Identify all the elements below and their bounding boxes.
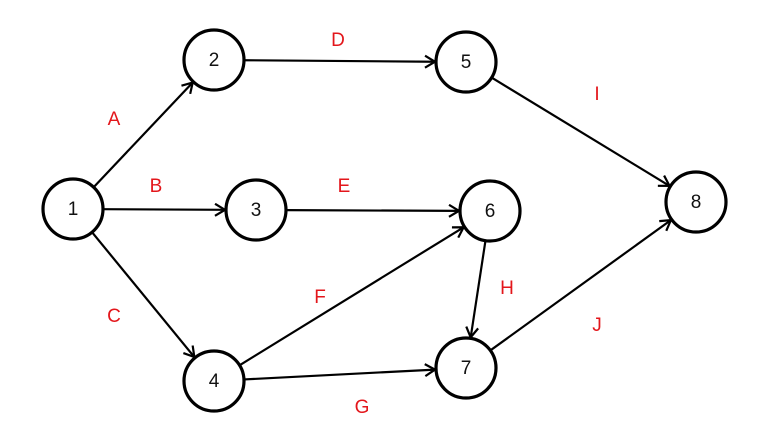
edge-arrow-5-8	[491, 76, 672, 187]
node-3: 3	[224, 178, 288, 242]
node-label-7: 7	[461, 358, 472, 379]
edge-arrow-1-4	[91, 231, 196, 359]
edge-arrow-3-6	[285, 203, 462, 218]
node-1: 1	[41, 177, 105, 241]
edge-arrow-2-5	[243, 54, 438, 69]
node-5: 5	[434, 30, 498, 94]
node-circle-7	[434, 336, 498, 400]
node-8: 8	[664, 170, 728, 234]
node-circle-8	[664, 170, 728, 234]
edge-label-j: J	[592, 315, 602, 336]
node-label-8: 8	[691, 192, 702, 213]
edge-label-b: B	[150, 176, 163, 197]
edge-label-d: D	[331, 30, 345, 51]
edge-label-g: G	[355, 397, 370, 418]
edge-label-i: I	[594, 84, 599, 105]
edge-label-e: E	[338, 176, 351, 197]
node-6: 6	[458, 179, 522, 243]
node-circle-5	[434, 30, 498, 94]
edge-arrow-1-3	[102, 202, 228, 217]
node-label-2: 2	[209, 50, 220, 71]
node-circle-2	[182, 28, 246, 92]
edges-layer: A B C D E F G H I J	[91, 30, 673, 418]
edge-label-a: A	[108, 109, 121, 130]
node-circle-1	[41, 177, 105, 241]
edge-arrow-4-6	[238, 226, 466, 367]
edge-arrow-1-2	[92, 80, 195, 188]
node-label-1: 1	[68, 199, 79, 220]
edge-label-h: H	[500, 278, 514, 299]
node-label-6: 6	[485, 201, 496, 222]
node-label-5: 5	[461, 52, 472, 73]
edge-arrow-7-8	[489, 218, 673, 352]
node-circle-3	[224, 178, 288, 242]
node-label-3: 3	[251, 200, 262, 221]
node-circle-6	[458, 179, 522, 243]
node-circle-4	[182, 349, 246, 413]
edge-arrow-4-7	[243, 363, 438, 381]
nodes-layer: 1 2 3 4 5 6 7 8	[41, 28, 728, 413]
edge-arrow-6-7	[465, 240, 487, 340]
edge-label-c: C	[107, 306, 121, 327]
edge-label-f: F	[314, 287, 326, 308]
node-7: 7	[434, 336, 498, 400]
node-label-4: 4	[209, 371, 220, 392]
node-4: 4	[182, 349, 246, 413]
node-2: 2	[182, 28, 246, 92]
